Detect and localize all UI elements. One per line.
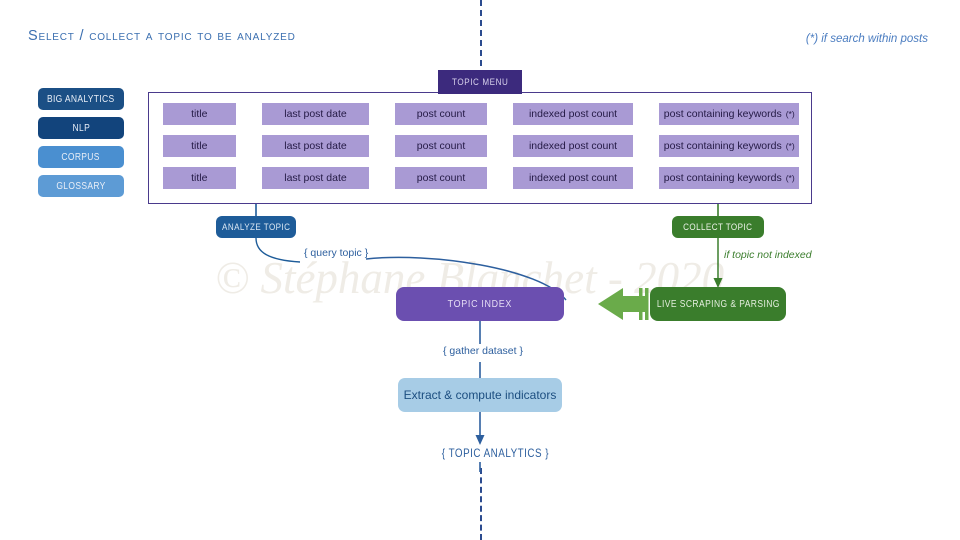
label-query-topic: { query topic } bbox=[304, 247, 369, 259]
topic-index-label: TOPIC INDEX bbox=[447, 298, 513, 310]
cell-post-count[interactable]: post count bbox=[395, 135, 487, 157]
table-row[interactable]: title last post date post count indexed … bbox=[163, 167, 799, 189]
topic-menu-header-label: TOPIC MENU bbox=[451, 76, 509, 88]
cell-post-count[interactable]: post count bbox=[395, 167, 487, 189]
table-row[interactable]: title last post date post count indexed … bbox=[163, 135, 799, 157]
sidebar-item-glossary[interactable]: GLOSSARY bbox=[38, 175, 124, 197]
cell-keywords-text: post containing keywords bbox=[663, 172, 782, 184]
live-scraping-node[interactable]: LIVE SCRAPING & PARSING bbox=[650, 287, 786, 321]
dashed-guide-bottom bbox=[480, 468, 482, 540]
sidebar-item-nlp[interactable]: NLP bbox=[38, 117, 124, 139]
label-if-topic-not-indexed: if topic not indexed bbox=[724, 249, 812, 261]
cell-title[interactable]: title bbox=[163, 167, 236, 189]
live-scraping-label: LIVE SCRAPING & PARSING bbox=[656, 298, 780, 310]
cell-title[interactable]: title bbox=[163, 135, 236, 157]
keywords-asterisk-marker: (*) bbox=[785, 141, 795, 151]
sidebar-item-big-analytics[interactable]: BIG ANALYTICS bbox=[38, 88, 124, 110]
cell-indexed-post-count[interactable]: indexed post count bbox=[512, 103, 634, 125]
cell-title[interactable]: title bbox=[163, 103, 236, 125]
analyze-topic-button[interactable]: ANALYZE TOPIC bbox=[216, 216, 296, 238]
sidebar-item-label: BIG ANALYTICS bbox=[47, 93, 115, 105]
page-title: Select / collect a topic to be analyzed bbox=[28, 28, 296, 44]
keywords-footnote: (*) if search within posts bbox=[805, 33, 928, 45]
cell-last-post-date[interactable]: last post date bbox=[261, 103, 370, 125]
table-row[interactable]: title last post date post count indexed … bbox=[163, 103, 799, 125]
topic-menu-panel: title last post date post count indexed … bbox=[148, 92, 812, 204]
cell-post-containing-keywords[interactable]: post containing keywords (*) bbox=[659, 167, 799, 189]
sidebar-item-label: GLOSSARY bbox=[56, 180, 106, 192]
label-topic-analytics: { TOPIC ANALYTICS } bbox=[430, 446, 561, 460]
dashed-guide-top bbox=[480, 0, 482, 66]
topic-menu-header: TOPIC MENU bbox=[438, 70, 522, 94]
keywords-asterisk-marker: (*) bbox=[785, 173, 795, 183]
keywords-asterisk-marker: (*) bbox=[785, 109, 795, 119]
analyze-topic-label: ANALYZE TOPIC bbox=[221, 221, 291, 233]
cell-indexed-post-count[interactable]: indexed post count bbox=[512, 135, 634, 157]
cell-keywords-text: post containing keywords bbox=[663, 108, 782, 120]
cell-indexed-post-count[interactable]: indexed post count bbox=[512, 167, 634, 189]
cell-last-post-date[interactable]: last post date bbox=[261, 135, 370, 157]
sidebar-item-corpus[interactable]: CORPUS bbox=[38, 146, 124, 168]
extract-compute-node[interactable]: Extract & compute indicators bbox=[398, 378, 562, 412]
topic-analytics-text: { TOPIC ANALYTICS } bbox=[441, 446, 550, 460]
extract-compute-label: Extract & compute indicators bbox=[403, 388, 557, 402]
cell-last-post-date[interactable]: last post date bbox=[261, 167, 370, 189]
cell-post-count[interactable]: post count bbox=[395, 103, 487, 125]
cell-post-containing-keywords[interactable]: post containing keywords (*) bbox=[659, 135, 799, 157]
sidebar-item-label: NLP bbox=[72, 122, 90, 134]
label-gather-dataset: { gather dataset } bbox=[443, 345, 523, 357]
cell-keywords-text: post containing keywords bbox=[663, 140, 782, 152]
topic-index-node[interactable]: TOPIC INDEX bbox=[396, 287, 564, 321]
arrowhead-extract-to-analytics bbox=[475, 435, 485, 445]
cell-post-containing-keywords[interactable]: post containing keywords (*) bbox=[659, 103, 799, 125]
collect-topic-button[interactable]: COLLECT TOPIC bbox=[672, 216, 764, 238]
collect-topic-label: COLLECT TOPIC bbox=[683, 221, 753, 233]
sidebar-item-label: CORPUS bbox=[61, 151, 101, 163]
